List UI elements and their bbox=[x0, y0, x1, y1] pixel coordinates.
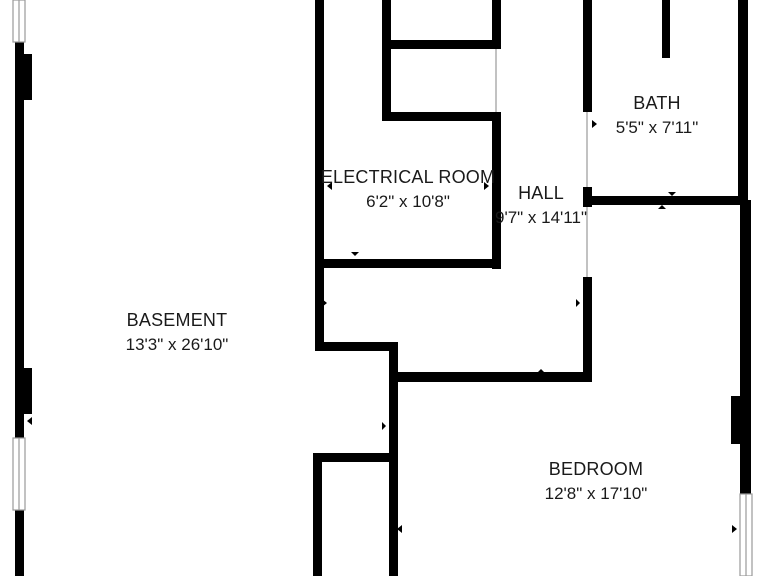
door-marker bbox=[732, 525, 737, 533]
wall-bath-east bbox=[738, 0, 748, 205]
door-marker bbox=[484, 182, 489, 190]
wall-upper-closet-right bbox=[492, 0, 501, 47]
walls bbox=[15, 0, 751, 576]
door-marker bbox=[738, 120, 743, 128]
wall-electrical-bottom bbox=[315, 259, 501, 268]
wall-electrical-top bbox=[382, 112, 501, 121]
wall-basement-jog bbox=[315, 342, 398, 351]
room-dimensions: 12'8" x 17'10" bbox=[544, 484, 648, 503]
door-marker bbox=[322, 299, 327, 307]
wall-bath-west-lower bbox=[583, 187, 592, 207]
door-marker bbox=[351, 252, 359, 256]
room-name: BATH bbox=[633, 93, 681, 113]
room-label-bath: BATH 5'5" x 7'11" bbox=[616, 94, 699, 136]
room-label-bedroom: BEDROOM 12'8" x 17'10" bbox=[545, 460, 648, 502]
room-label-hall: HALL 9'7" x 14'11" bbox=[495, 184, 587, 226]
door-marker bbox=[576, 299, 580, 307]
room-name: BEDROOM bbox=[548, 459, 644, 479]
room-label-electrical-room: ELECTRICAL ROOM 6'2" x 10'8" bbox=[321, 168, 495, 210]
wall-electrical-east bbox=[492, 112, 501, 269]
door-marker bbox=[397, 525, 402, 533]
wall-basement-east-upper bbox=[315, 0, 324, 350]
wall-bedroom-east-pier bbox=[731, 396, 743, 444]
door-marker bbox=[27, 417, 32, 425]
door-marker bbox=[382, 422, 386, 430]
room-name: ELECTRICAL ROOM bbox=[320, 167, 496, 187]
wall-closet-left bbox=[313, 453, 322, 576]
room-dimensions: 13'3" x 26'10" bbox=[125, 335, 229, 354]
room-dimensions: 6'2" x 10'8" bbox=[366, 192, 450, 211]
room-name: HALL bbox=[518, 183, 564, 203]
door-marker bbox=[327, 182, 332, 190]
wall-hall-east-lower bbox=[583, 277, 592, 382]
wall-outer-left bbox=[15, 42, 24, 576]
door-marker bbox=[668, 192, 676, 196]
wall-bath-bottom bbox=[588, 196, 746, 205]
wall-upper-closet-left bbox=[382, 0, 391, 120]
room-name: BASEMENT bbox=[126, 310, 228, 330]
door-markers bbox=[27, 120, 743, 533]
windows bbox=[12, 0, 753, 576]
wall-bedroom-top bbox=[389, 372, 592, 382]
room-dimensions: 9'7" x 14'11" bbox=[495, 208, 587, 227]
wall-bath-west-upper bbox=[583, 0, 592, 112]
wall-upper-closet-shelf bbox=[382, 40, 501, 49]
wall-outer-left-pier-top bbox=[22, 54, 32, 100]
room-label-basement: BASEMENT 13'3" x 26'10" bbox=[126, 311, 229, 353]
wall-bath-fixture bbox=[662, 0, 670, 58]
door-marker bbox=[658, 205, 666, 209]
wall-bedroom-east bbox=[740, 200, 751, 576]
door-marker bbox=[537, 369, 545, 373]
wall-outer-left-pier-mid bbox=[22, 368, 32, 414]
door-marker bbox=[592, 120, 597, 128]
wall-closet-top bbox=[313, 453, 397, 462]
room-dimensions: 5'5" x 7'11" bbox=[615, 118, 699, 137]
